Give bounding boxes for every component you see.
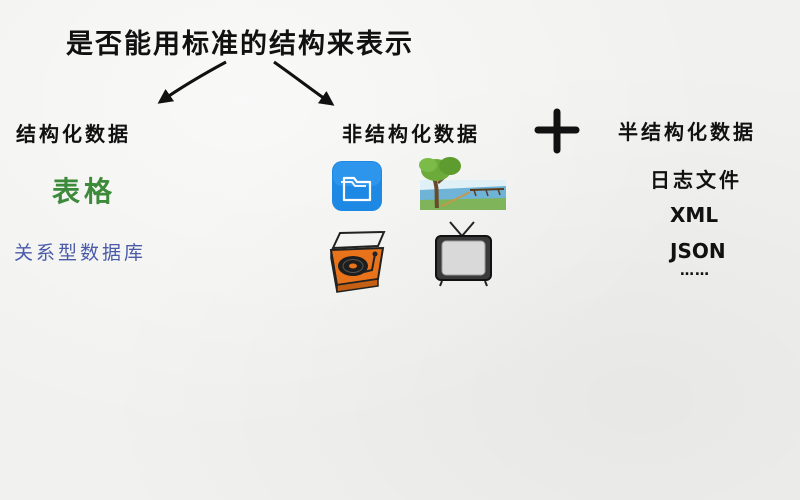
folder-icon — [332, 161, 382, 211]
page-title: 是否能用标准的结构来表示 — [66, 29, 414, 60]
semi-structured-data-label: 半结构化数据 — [618, 120, 756, 144]
table-example: 表格 — [52, 175, 117, 208]
record-player-icon — [329, 230, 386, 293]
arrow-to-unstructured — [273, 60, 335, 106]
television-icon — [435, 221, 492, 287]
json-item: JSON — [670, 239, 726, 263]
arrow-to-structured — [157, 60, 227, 104]
plus-icon — [534, 108, 580, 154]
landscape-picture-icon — [419, 157, 506, 210]
xml-item: XML — [670, 203, 719, 227]
log-file-item: 日志文件 — [650, 168, 742, 192]
relational-database-example: 关系型数据库 — [14, 242, 147, 264]
more-items-ellipsis: …… — [680, 263, 710, 279]
structured-data-label: 结构化数据 — [16, 122, 131, 146]
unstructured-data-label: 非结构化数据 — [342, 122, 480, 146]
